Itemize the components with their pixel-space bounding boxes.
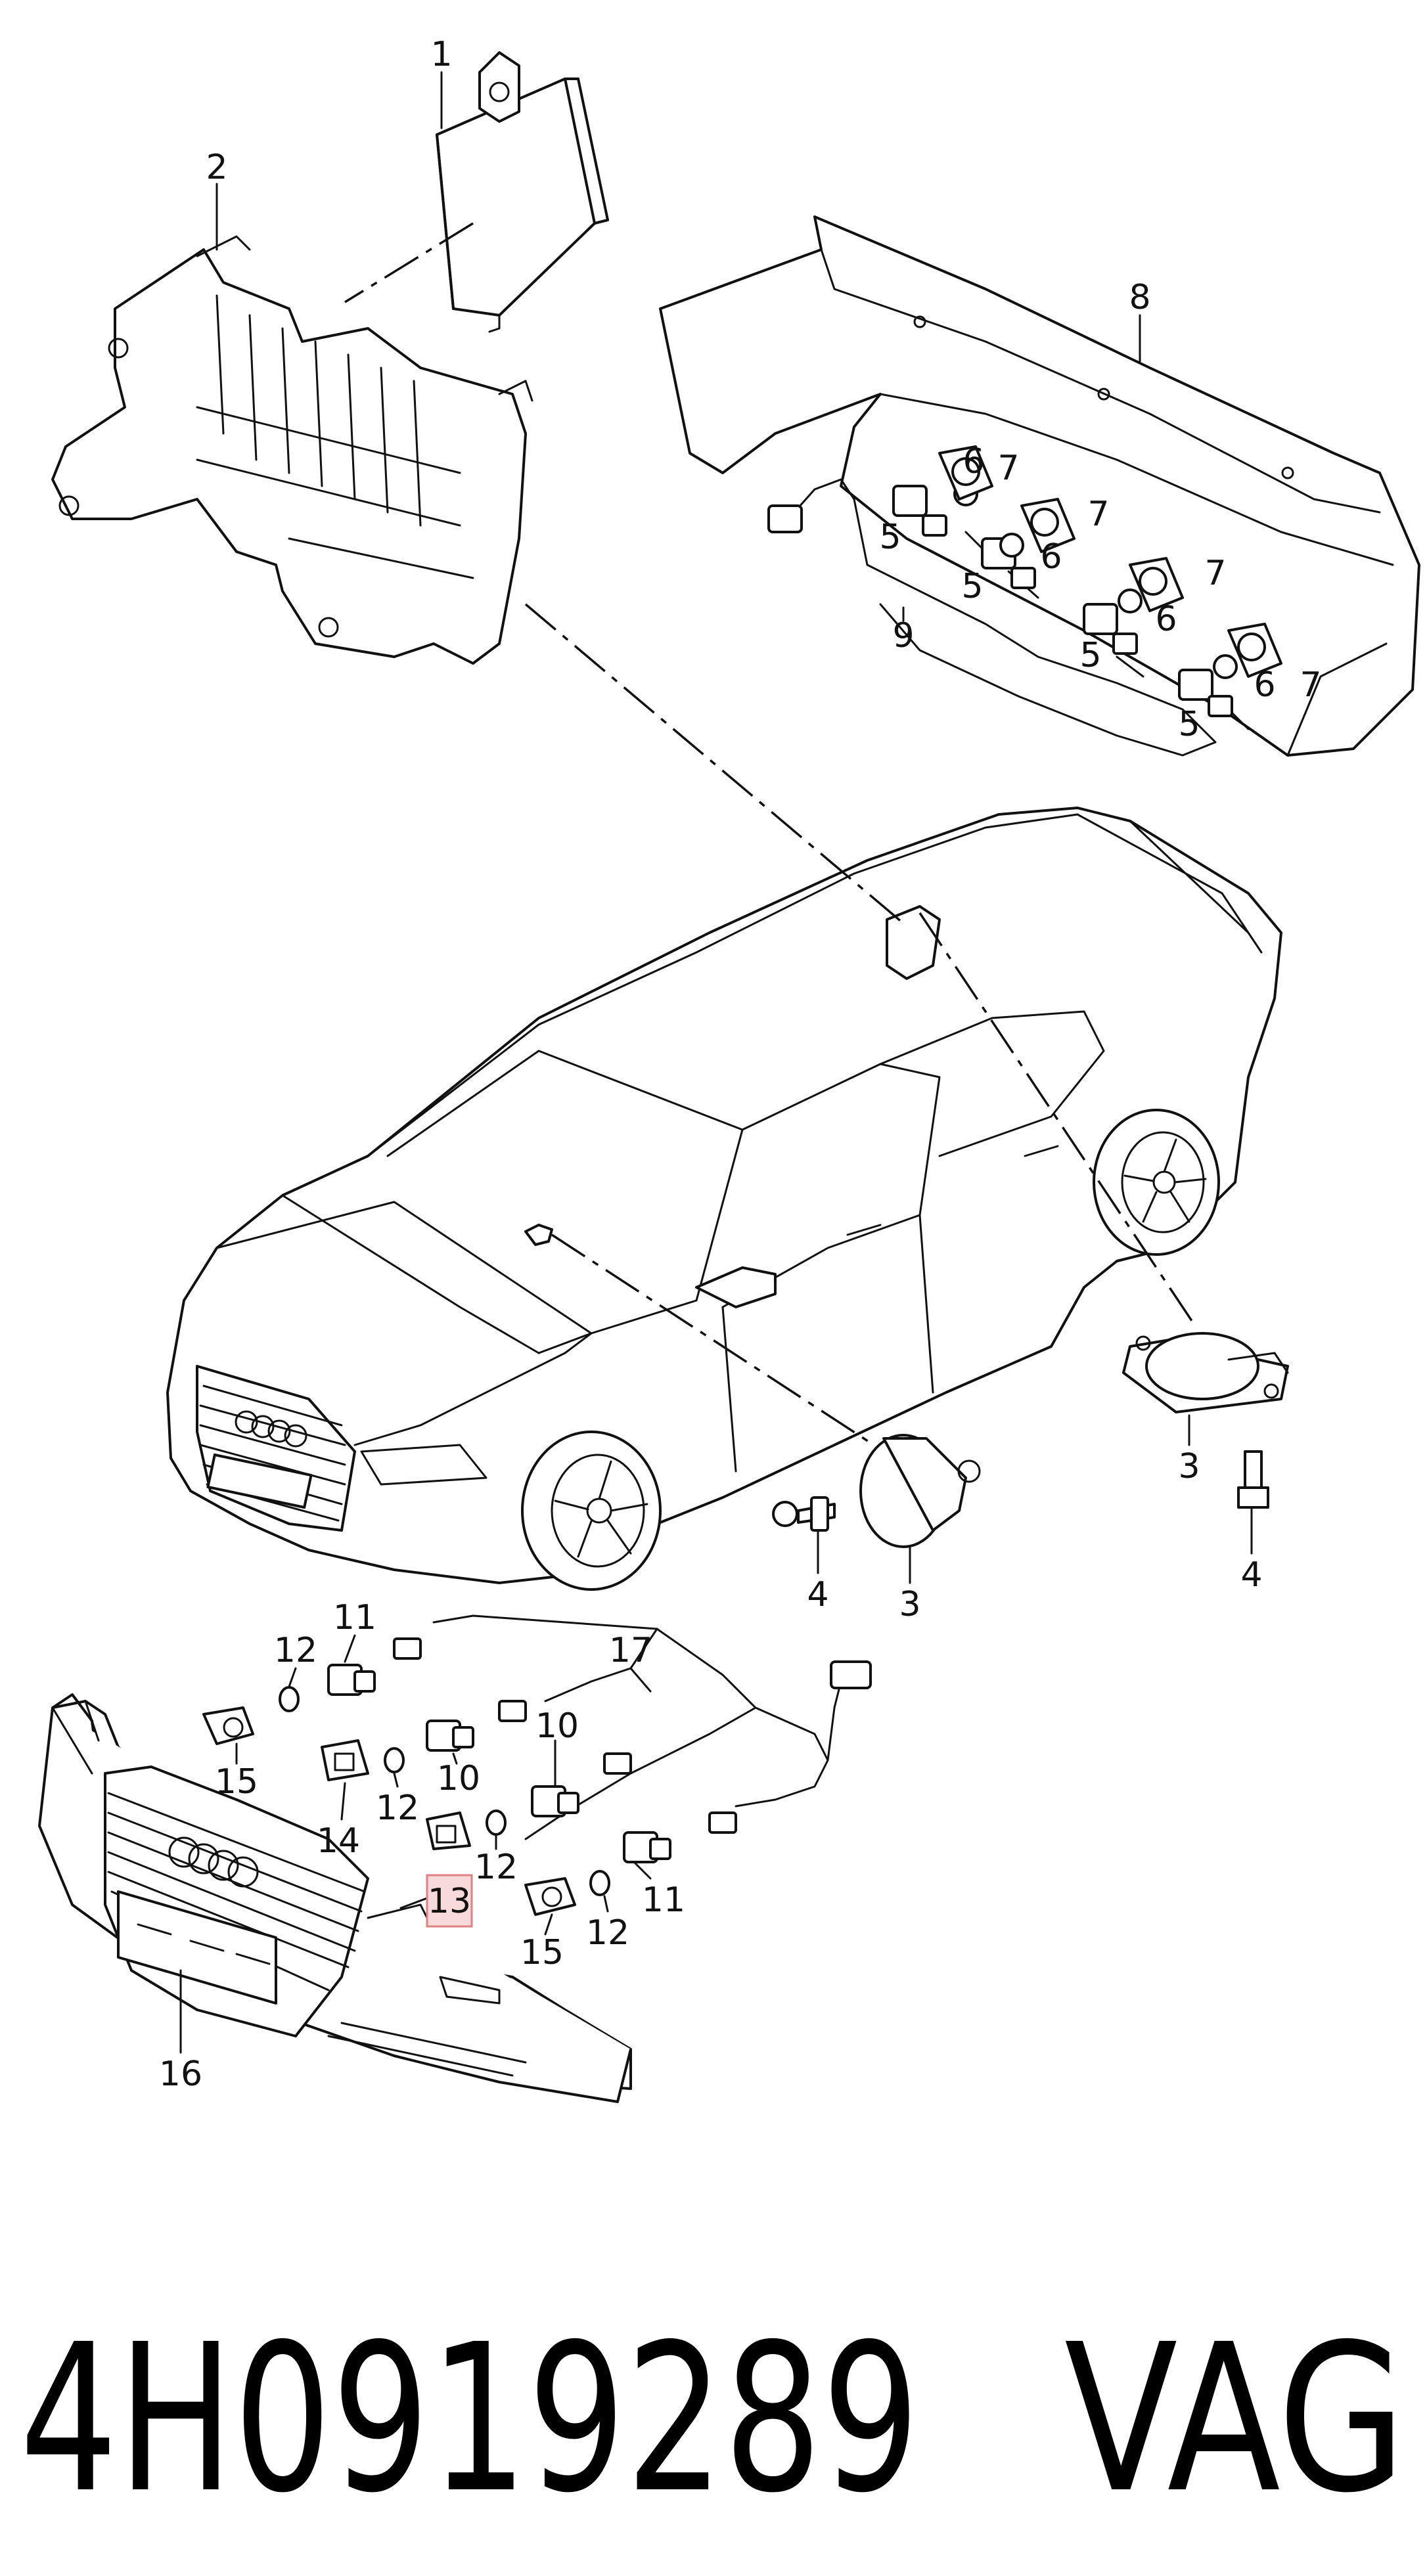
bolt-left-part-4 (772, 1496, 836, 1532)
front-sensor-10-upper (426, 1720, 474, 1752)
rear-sensor-group-2 (981, 498, 1076, 589)
callout-7d: 7 (1300, 665, 1321, 705)
callout-15-left: 15 (215, 1762, 258, 1802)
brand-label: VAG (1064, 2301, 1406, 2538)
callout-5a: 5 (879, 518, 901, 557)
front-sensor-11-lower (623, 1831, 671, 1863)
callout-6c: 6 (1155, 600, 1177, 639)
rear-sensor-group-4 (1178, 623, 1282, 717)
rear-sensor-group-1 (892, 445, 993, 537)
callout-5c: 5 (1079, 636, 1101, 675)
callout-leaders (179, 71, 1253, 2054)
callout-9: 9 (892, 616, 914, 655)
bracket-part-2 (51, 235, 533, 665)
callout-labels: 1 2 8 7 6 5 7 6 5 9 7 6 5 7 6 5 3 4 3 4 … (159, 35, 1322, 2094)
callout-3-right: 3 (1178, 1447, 1200, 1486)
callout-15-right: 15 (520, 1933, 564, 1972)
callout-12-c: 12 (474, 1848, 518, 1887)
buzzer-right-part-3 (1122, 1332, 1289, 1413)
holder-14 (321, 1739, 369, 1781)
leader-lines (344, 222, 1197, 1446)
ring-12-d (589, 1870, 610, 1896)
callout-7a: 7 (997, 449, 1019, 488)
ring-12-c (486, 1810, 507, 1836)
holder-13 (426, 1811, 471, 1850)
callout-16: 16 (159, 2054, 202, 2094)
callout-3-left: 3 (899, 1585, 920, 1624)
callout-7c: 7 (1204, 554, 1226, 593)
front-bumper-part-16 (38, 1693, 632, 2103)
part-number: 4H0919289 (20, 2301, 920, 2538)
holder-15-right (524, 1877, 576, 1916)
callout-4-right: 4 (1240, 1555, 1262, 1595)
control-unit-part-1 (436, 51, 609, 333)
rear-bumper-part-8 (659, 215, 1420, 757)
callout-11-lower: 11 (642, 1880, 685, 1920)
buzzer-left-part-3 (859, 1434, 981, 1548)
front-sensor-10-lower (531, 1785, 579, 1817)
callout-17: 17 (609, 1631, 652, 1670)
callout-12-a: 12 (274, 1631, 317, 1670)
callout-12-b: 12 (376, 1788, 419, 1828)
front-harness-part-17 (393, 1614, 872, 1840)
callout-11-upper: 11 (333, 1598, 376, 1637)
bolt-right-part-4 (1237, 1450, 1269, 1509)
car-illustration (166, 807, 1282, 1591)
callout-10-upper: 10 (437, 1759, 480, 1798)
callout-6a: 6 (963, 442, 984, 481)
callout-8: 8 (1129, 278, 1150, 317)
callout-12-d: 12 (586, 1913, 629, 1953)
callout-5b: 5 (961, 567, 983, 606)
front-sensor-11-upper (327, 1664, 376, 1696)
callout-1: 1 (430, 35, 452, 74)
callout-13: 13 (428, 1882, 471, 1921)
callout-10-lower: 10 (535, 1706, 579, 1746)
rear-sensor-group-3 (1083, 557, 1184, 655)
holder-15-left (202, 1706, 254, 1745)
highlight-callout-13[interactable]: 13 (399, 1874, 473, 1928)
callout-14: 14 (317, 1821, 360, 1861)
callout-6b: 6 (1040, 537, 1062, 577)
callout-7b: 7 (1087, 495, 1109, 534)
callout-4-left: 4 (807, 1575, 828, 1614)
ring-12-a (279, 1686, 300, 1712)
callout-2: 2 (206, 148, 227, 187)
ring-12-b (384, 1747, 405, 1773)
callout-5d: 5 (1178, 705, 1200, 744)
callout-6d: 6 (1254, 665, 1275, 705)
